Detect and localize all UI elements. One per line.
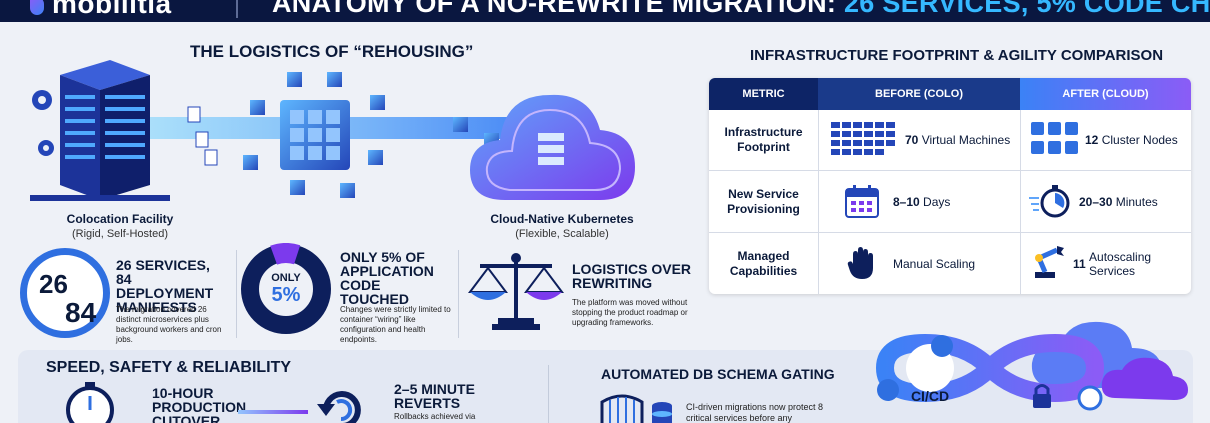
after-footprint-num: 12 xyxy=(1085,133,1099,147)
gear-icon xyxy=(32,90,54,156)
after-footprint: 12 Cluster Nodes xyxy=(1085,110,1178,170)
after-capabilities-num: 11 xyxy=(1073,256,1086,271)
robot-arm-icon xyxy=(1035,246,1064,278)
after-provisioning-text: Minutes xyxy=(1115,194,1158,209)
k8s-caption: Cloud-Native Kubernetes (Flexible, Scala… xyxy=(472,212,652,240)
page-headline: ANATOMY OF A NO-REWRITE MIGRATION: 26 SE… xyxy=(272,0,1210,19)
colo-caption-sub: (Rigid, Self-Hosted) xyxy=(72,228,168,240)
row-metric-provisioning: New Service Provisioning xyxy=(727,186,800,216)
logistics-stat-title: LOGISTICS OVER REWRITING xyxy=(572,261,692,291)
donut-label-top: ONLY xyxy=(271,272,301,284)
speed-title: SPEED, SAFETY & RELIABILITY xyxy=(46,359,292,376)
after-provisioning-num: 20–30 xyxy=(1079,194,1113,209)
node-cubes-icon xyxy=(1031,122,1078,154)
calendar-icon xyxy=(845,185,879,218)
k8s-caption-sub: (Flexible, Scalable) xyxy=(515,228,609,240)
database-icon xyxy=(652,402,672,423)
gear-icon-loop xyxy=(1077,385,1103,411)
lock-icon xyxy=(1033,384,1051,408)
badge-manifests-count: 84 xyxy=(65,297,97,328)
stats-divider-1 xyxy=(236,250,237,338)
donut-progress-arc xyxy=(270,243,301,265)
after-footprint-text: Cluster Nodes xyxy=(1101,133,1178,147)
row-metric-footprint: Infrastructure Footprint xyxy=(724,125,803,154)
donut-label-value: 5% xyxy=(271,284,301,306)
row-divider-2 xyxy=(709,232,1191,233)
header-after: AFTER (CLOUD) xyxy=(1020,78,1191,110)
server-rack-icon xyxy=(30,60,170,201)
header-before: BEFORE (COLO) xyxy=(818,78,1020,110)
header-metric: METRIC xyxy=(709,78,818,110)
before-provisioning: 8–10 Days xyxy=(893,171,950,232)
code-stat-title: ONLY 5% OF APPLICATION CODE TOUCHED xyxy=(340,249,434,307)
row-divider-1 xyxy=(709,170,1191,171)
document-icon xyxy=(187,106,218,166)
colo-caption-title: Colocation Facility xyxy=(66,212,174,226)
col-divider-1 xyxy=(818,110,819,294)
header-bar: mobilitia ANATOMY OF A NO-REWRITE MIGRAT… xyxy=(0,0,1210,22)
vm-grid-icon xyxy=(831,122,895,155)
rocket-icon xyxy=(931,335,953,357)
cube-icon xyxy=(243,72,499,198)
hand-icon xyxy=(847,247,873,279)
stats-divider-2 xyxy=(458,250,459,338)
badge-services-count: 26 xyxy=(39,269,68,299)
before-provisioning-num: 8–10 xyxy=(893,194,920,209)
before-capabilities: Manual Scaling xyxy=(893,233,975,294)
before-footprint-text: Virtual Machines xyxy=(921,133,1011,147)
services-stat-desc: The migration covered 26 distinct micros… xyxy=(116,305,222,344)
schema-title: AUTOMATED DB SCHEMA GATING xyxy=(601,366,835,382)
brand-logo: mobilitia xyxy=(30,0,172,20)
header-divider xyxy=(236,0,238,18)
rehousing-illustration xyxy=(30,60,635,201)
logistics-stat-desc: The platform was moved without stopping … xyxy=(572,298,688,327)
schema-desc: CI-driven migrations now protect 8 criti… xyxy=(686,402,824,423)
comparison-table: METRIC BEFORE (COLO) AFTER (CLOUD) Infra… xyxy=(709,78,1191,294)
services-badge: 26 84 xyxy=(20,248,110,338)
brand-name: mobilitia xyxy=(52,0,172,19)
colo-caption: Colocation Facility (Rigid, Self-Hosted) xyxy=(40,212,200,240)
cicd-label: CI/CD xyxy=(910,388,950,404)
cloud-icon xyxy=(470,94,635,200)
scale-icon xyxy=(468,253,564,330)
gate-icon xyxy=(600,394,672,423)
brand-mark-icon xyxy=(30,0,44,15)
k8s-caption-title: Cloud-Native Kubernetes xyxy=(490,212,634,226)
before-footprint-num: 70 xyxy=(905,133,919,147)
row-metric-capabilities: Managed Capabilities xyxy=(729,248,798,278)
cicd-loop xyxy=(875,321,1188,411)
before-capabilities-text: Manual Scaling xyxy=(893,256,976,271)
revert-desc: Rollbacks achieved via xyxy=(394,412,476,421)
cutover-arrow xyxy=(238,410,308,414)
code-touched-donut xyxy=(241,243,331,334)
after-provisioning: 20–30 Minutes xyxy=(1079,171,1158,232)
comparison-title: INFRASTRUCTURE FOOTPRINT & AGILITY COMPA… xyxy=(750,47,1164,64)
cutover-title: 10-HOUR PRODUCTION CUTOVER xyxy=(152,385,247,423)
undo-icon xyxy=(317,391,361,423)
code-icon xyxy=(877,379,899,401)
services-stat-title: 26 SERVICES, 84 DEPLOYMENT MANIFESTS xyxy=(116,257,214,315)
stopwatch-icon xyxy=(1029,185,1070,218)
after-capabilities: 11 Autoscaling Services xyxy=(1073,233,1191,294)
after-capabilities-text: Autoscaling Services xyxy=(1089,249,1152,278)
headline-main: ANATOMY OF A NO-REWRITE MIGRATION: xyxy=(272,0,837,18)
stopwatch-icon-bottom xyxy=(66,382,114,423)
bottom-divider xyxy=(548,365,549,423)
before-footprint: 70 Virtual Machines xyxy=(905,110,1010,170)
headline-accent: 26 SERVICES, 5% CODE CHANGES xyxy=(843,0,1210,18)
before-provisioning-text: Days xyxy=(923,194,951,209)
revert-title: 2–5 MINUTE REVERTS xyxy=(394,381,475,411)
code-stat-desc: Changes were strictly limited to contain… xyxy=(340,305,451,344)
rehousing-title: THE LOGISTICS OF “REHOUSING” xyxy=(190,42,474,61)
col-divider-2 xyxy=(1020,110,1021,294)
